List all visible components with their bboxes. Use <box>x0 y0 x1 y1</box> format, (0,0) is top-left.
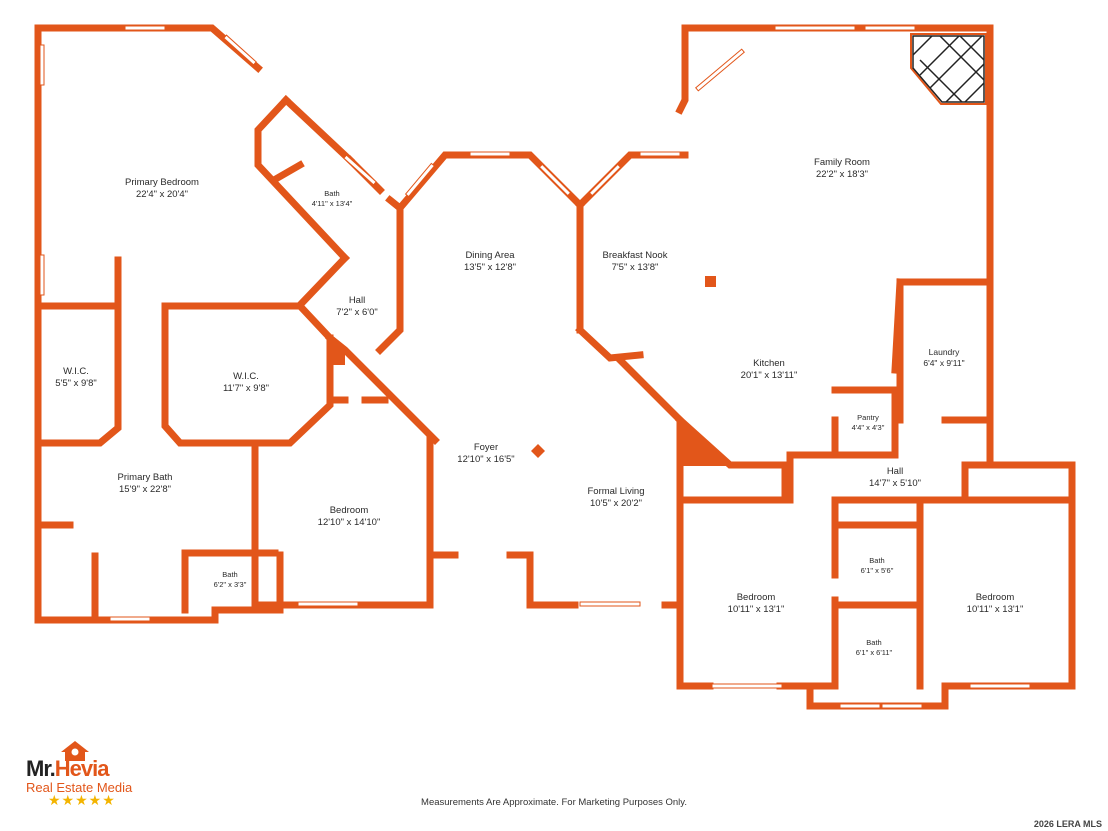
solid-fills <box>330 276 730 466</box>
copyright: 2026 LERA MLS <box>1033 819 1102 829</box>
rating-stars: ★★★★★ <box>48 792 116 808</box>
company-logo: Mr.Hevia Real Estate Media ★★★★★ <box>26 740 156 808</box>
house-icon <box>61 741 89 761</box>
logo-name: Mr.Hevia <box>26 756 110 781</box>
walls <box>34 24 1076 710</box>
room-wic-2: W.I.C.11'7" x 9'8" <box>223 371 269 394</box>
logo-subtitle: Real Estate Media <box>26 780 133 795</box>
fireplace-icon <box>910 33 987 105</box>
windows <box>39 25 1031 709</box>
disclaimer: Measurements Are Approximate. For Market… <box>421 797 687 808</box>
room-wic-1: W.I.C.5'5" x 9'8" <box>55 366 97 389</box>
